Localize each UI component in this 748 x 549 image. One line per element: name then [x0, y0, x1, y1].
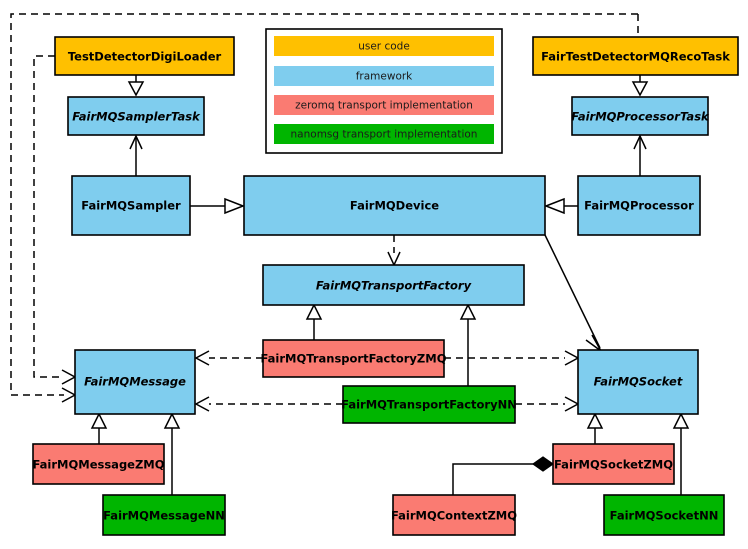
node-box[interactable]	[67, 96, 205, 136]
edge-tfzmq-to-tf	[305, 303, 323, 340]
node-fair-mq-socket[interactable]: FairMQSocket	[577, 349, 699, 415]
legend-swatch-zeromq	[274, 95, 494, 115]
edge-sampler-to-device	[190, 197, 246, 215]
node-fair-mq-transport-factory-nn[interactable]: FairMQTransportFactoryNN	[341, 385, 517, 424]
node-label: FairMQProcessorTask	[571, 110, 710, 124]
node-fair-test-detector-mq-reco-task[interactable]: FairTestDetectorMQRecoTask	[532, 36, 739, 76]
node-label: FairMQSocketZMQ	[554, 458, 673, 472]
edge-device-to-socket	[544, 234, 602, 352]
edge-layer	[61, 75, 690, 495]
node-box[interactable]	[552, 443, 675, 485]
legend-item-user-code: user code	[274, 36, 494, 56]
edge-digiloader-to-samplertask	[127, 75, 145, 97]
node-fair-mq-message-zmq[interactable]: FairMQMessageZMQ	[32, 443, 165, 485]
node-label: FairMQMessageNN	[103, 509, 225, 523]
node-box[interactable]	[71, 175, 191, 236]
node-box[interactable]	[74, 349, 196, 415]
node-box[interactable]	[262, 264, 525, 306]
edge-socketzmq-to-socket	[586, 412, 604, 444]
edge-messagezmq-to-message	[90, 412, 108, 444]
edge-tfzmq-to-message	[194, 350, 263, 366]
node-fair-mq-processor-task[interactable]: FairMQProcessorTask	[571, 96, 710, 136]
legend-swatch-user-code	[274, 36, 494, 56]
legend-swatch-framework	[274, 66, 494, 86]
node-label: FairTestDetectorMQRecoTask	[541, 50, 730, 64]
node-box[interactable]	[577, 349, 699, 415]
node-fair-mq-message-nn[interactable]: FairMQMessageNN	[102, 494, 226, 536]
node-label: FairMQDevice	[350, 199, 439, 213]
node-label: FairMQTransportFactoryNN	[341, 398, 517, 412]
legend-label-user-code: user code	[358, 41, 410, 53]
dependency-routing-outer	[10, 13, 639, 396]
edge-device-to-transportfactory	[387, 235, 401, 267]
node-label: FairMQContextZMQ	[391, 509, 517, 523]
legend-item-nanomsg: nanomsg transport implementation	[274, 124, 494, 144]
node-label: FairMQMessage	[84, 375, 186, 389]
node-fair-mq-transport-factory[interactable]: FairMQTransportFactory	[262, 264, 525, 306]
node-box[interactable]	[102, 494, 226, 536]
node-label: FairMQTransportFactory	[316, 279, 472, 293]
node-box[interactable]	[243, 175, 546, 236]
node-test-detector-digi-loader[interactable]: TestDetectorDigiLoader	[54, 36, 235, 76]
edge-tfnn-to-socket	[515, 396, 580, 412]
outer-dashed-rail	[10, 13, 638, 396]
node-fair-mq-message[interactable]: FairMQMessage	[74, 349, 196, 415]
node-box[interactable]	[603, 494, 725, 536]
edge-socketnn-to-socket	[672, 412, 690, 495]
edge-sampler-to-samplertask	[129, 134, 143, 176]
node-label: FairMQSocketNN	[610, 509, 719, 523]
node-label: FairMQSamplerTask	[72, 110, 201, 124]
node-box[interactable]	[342, 385, 516, 424]
node-fair-mq-sampler-task[interactable]: FairMQSamplerTask	[67, 96, 205, 136]
node-fair-mq-processor[interactable]: FairMQProcessor	[577, 175, 701, 236]
node-label: TestDetectorDigiLoader	[68, 50, 222, 64]
edge-processor-to-processortask	[633, 134, 647, 176]
edge-processor-to-device	[543, 197, 578, 215]
digiloader-dashed-rail	[33, 55, 64, 378]
legend-label-framework: framework	[356, 71, 413, 83]
node-label: FairMQSampler	[81, 199, 181, 213]
node-box[interactable]	[32, 443, 165, 485]
node-fair-mq-socket-zmq[interactable]: FairMQSocketZMQ	[552, 443, 675, 485]
node-label: FairMQProcessor	[584, 199, 694, 213]
node-box[interactable]	[532, 36, 739, 76]
node-box[interactable]	[571, 96, 709, 136]
node-label: FairMQTransportFactoryZMQ	[260, 352, 446, 366]
node-box[interactable]	[54, 36, 235, 76]
node-box[interactable]	[392, 494, 516, 536]
edge-tfnn-to-tf	[459, 303, 477, 386]
node-layer: TestDetectorDigiLoader FairTestDetectorM…	[32, 36, 739, 536]
node-fair-mq-sampler[interactable]: FairMQSampler	[71, 175, 191, 236]
legend-item-framework: framework	[274, 66, 494, 86]
edge-messagenn-to-message	[163, 412, 181, 495]
legend-swatch-nanomsg	[274, 124, 494, 144]
node-fair-mq-transport-factory-zmq[interactable]: FairMQTransportFactoryZMQ	[260, 339, 447, 378]
edge-recotask-to-processortask	[631, 75, 649, 97]
node-fair-mq-context-zmq[interactable]: FairMQContextZMQ	[391, 494, 517, 536]
legend-label-nanomsg: nanomsg transport implementation	[291, 129, 478, 141]
node-label: FairMQSocket	[594, 375, 683, 389]
edge-digiloader-to-message-head	[61, 369, 77, 385]
node-label: FairMQMessageZMQ	[32, 458, 164, 472]
edge-tfzmq-to-socket	[444, 350, 580, 366]
node-fair-mq-device[interactable]: FairMQDevice	[243, 175, 546, 236]
node-box[interactable]	[262, 339, 445, 378]
legend: user code framework zeromq transport imp…	[265, 28, 503, 154]
edge-socketzmq-to-contextzmq	[452, 456, 555, 495]
legend-item-zeromq: zeromq transport implementation	[274, 95, 494, 115]
node-fair-mq-socket-nn[interactable]: FairMQSocketNN	[603, 494, 725, 536]
edge-tfnn-to-message	[194, 396, 343, 412]
node-box[interactable]	[577, 175, 701, 236]
legend-label-zeromq: zeromq transport implementation	[295, 100, 473, 112]
